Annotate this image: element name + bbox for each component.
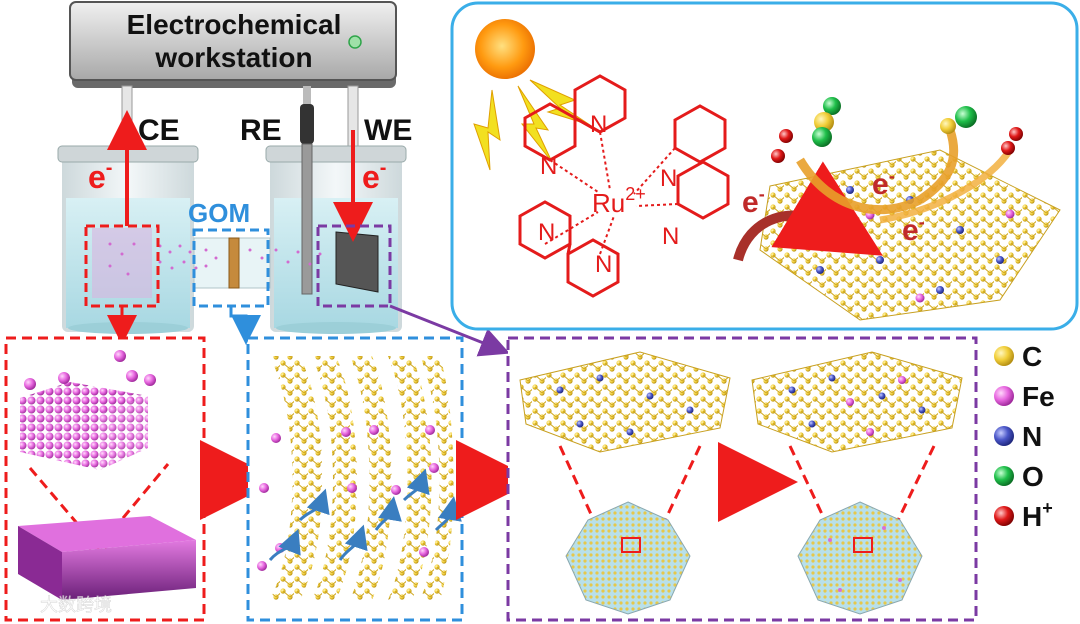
svg-text:N: N xyxy=(660,165,677,192)
svg-text:N: N xyxy=(590,111,607,138)
workstation-title-line1: Electrochemical xyxy=(127,9,342,40)
power-led-icon xyxy=(349,36,361,48)
atom-legend: C Fe N O H+ xyxy=(994,341,1055,532)
fe-n-c-catalyst-panel xyxy=(508,338,976,620)
svg-text:N: N xyxy=(538,219,555,246)
working-electrode-label: WE xyxy=(364,114,412,147)
legend-carbon-icon xyxy=(994,346,1014,366)
legend-label-fe: Fe xyxy=(1022,381,1055,412)
svg-text:N: N xyxy=(595,251,612,278)
electrochemical-workstation: Electrochemical workstation xyxy=(70,2,396,146)
legend-iron-icon xyxy=(994,386,1014,406)
legend-label-o: O xyxy=(1022,461,1044,492)
counter-electrode-label: CE xyxy=(138,114,180,147)
graphene-oxide-membrane-panel xyxy=(248,338,462,620)
photocatalysis-panel: N N N N N N Ru2+ e- e- e- xyxy=(452,3,1077,329)
iron-deposition-panel xyxy=(6,338,204,620)
watermark-text: 大数跨境 xyxy=(40,595,112,615)
reference-electrode-label: RE xyxy=(240,114,282,147)
workstation-title-line2: workstation xyxy=(154,42,312,73)
legend-proton-icon xyxy=(994,506,1014,526)
svg-text:N: N xyxy=(540,153,557,180)
svg-text:N: N xyxy=(662,223,679,250)
legend-label-n: N xyxy=(1022,421,1042,452)
legend-oxygen-icon xyxy=(994,466,1014,486)
legend-label-h: H+ xyxy=(1022,498,1053,532)
gom-label: GOM xyxy=(188,198,250,228)
legend-nitrogen-icon xyxy=(994,426,1014,446)
connector-arrow-blue xyxy=(231,306,246,330)
legend-label-c: C xyxy=(1022,341,1042,372)
